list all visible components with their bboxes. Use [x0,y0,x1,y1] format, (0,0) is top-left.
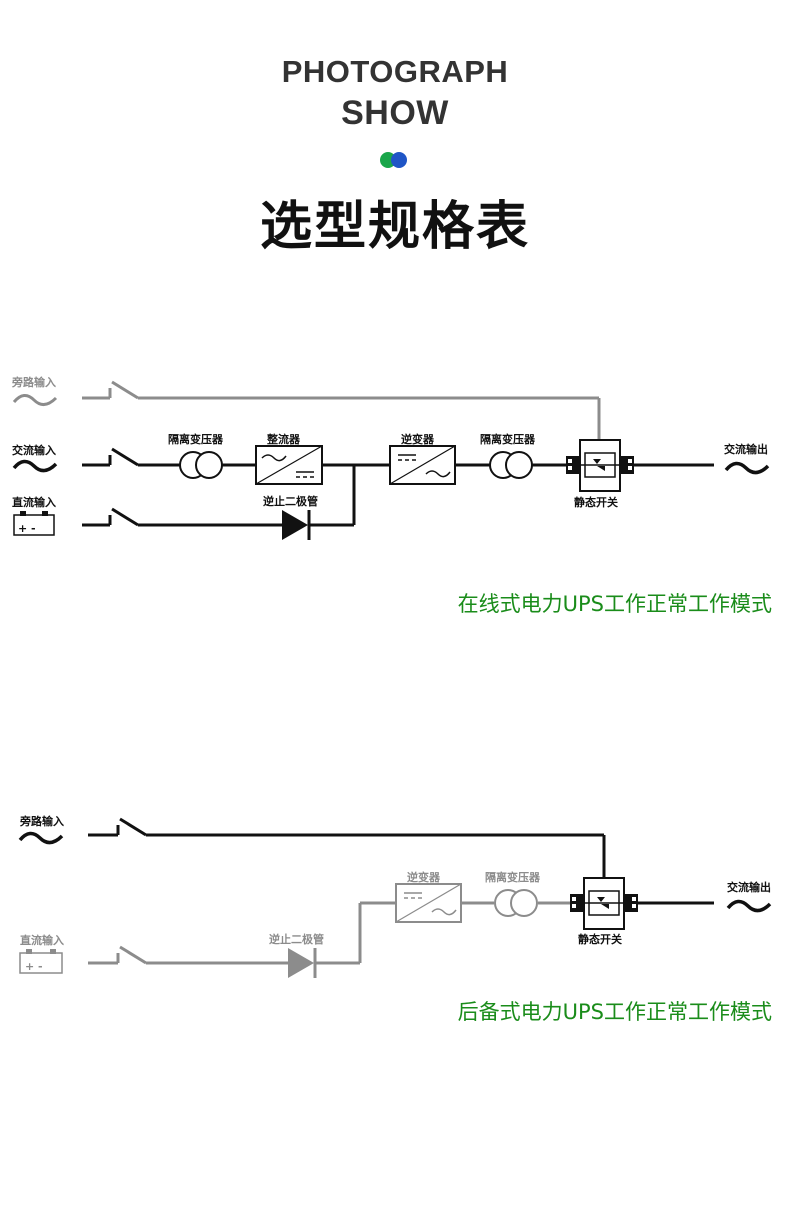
diode-label: 逆止二极管 [269,932,324,946]
transformer-label: 隔离变压器 [485,870,541,884]
diode-icon [288,948,317,978]
dc-input-label: 直流输入 [20,933,64,947]
inverter-icon [389,445,456,485]
ac-input-label: 交流输入 [12,443,56,457]
bypass-sine-icon [12,394,58,406]
ac-output-label: 交流输出 [724,442,768,456]
battery-icon [19,949,63,974]
blue-dot [391,152,407,168]
diode-label: 逆止二极管 [263,494,318,508]
decor-dots [380,152,410,168]
bypass-input-label: 旁路输入 [11,375,56,389]
dc-path [82,465,356,527]
ac-input-sine-icon [12,459,58,473]
battery-icon [13,511,55,536]
ac-output-sine-icon [724,461,770,475]
diode-icon [282,510,311,540]
battery-symbol: + - [18,522,36,535]
inverter-icon [395,883,462,923]
static-switch-icon [566,439,634,492]
bypass-path [88,817,714,905]
inverter-label: 逆变器 [407,870,441,884]
transformer-1-label: 隔离变压器 [168,432,224,446]
ac-output-label: 交流输出 [727,880,771,894]
page-title: 选型规格表 [259,197,530,257]
bypass-sine-icon [18,831,64,845]
bypass-input-label: 旁路输入 [19,814,64,828]
static-switch-label: 静态开关 [578,932,622,946]
inverter-label: 逆变器 [401,432,435,446]
battery-path [88,901,570,965]
static-switch-label: 静态开关 [574,495,618,509]
backup-ups-diagram: + - 旁路输入 直流输入 逆变器 隔离变压器 逆止二极管 静态开关 交流输 [18,814,772,978]
transformer-icon [494,889,538,917]
transformer-2-label: 隔离变压器 [480,432,536,446]
online-ups-caption: 在线式电力UPS工作正常工作模式 [457,592,772,616]
backup-ups-caption: 后备式电力UPS工作正常工作模式 [457,1000,772,1024]
ac-output-sine-icon [726,899,772,913]
rectifier-icon [255,445,323,485]
online-ups-diagram: + - [11,375,770,540]
static-switch-icon [570,877,638,930]
bypass-path [82,380,601,440]
transformer-2-icon [489,451,533,479]
header-show: SHOW [341,94,449,132]
dc-input-label: 直流输入 [12,495,56,509]
transformer-1-icon [179,451,223,479]
header-photograph: PHOTOGRAPH [281,54,509,89]
ac-main-path [82,447,714,467]
battery-symbol: + - [25,960,43,973]
rectifier-label: 整流器 [266,432,301,446]
